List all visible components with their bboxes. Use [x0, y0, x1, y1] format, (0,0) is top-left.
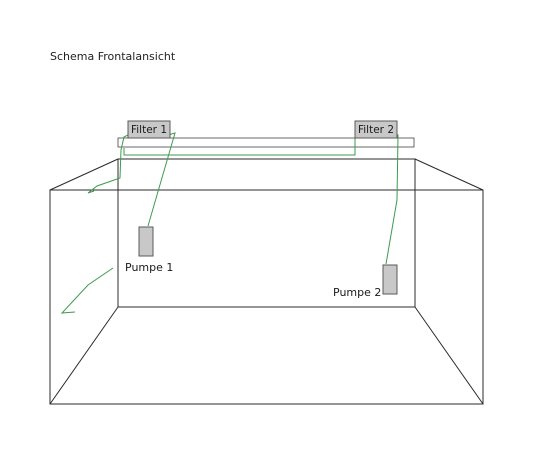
pump-2-box [382, 264, 398, 295]
hose-filter2-to-pump2 [385, 134, 399, 265]
filter-2-label: Filter 2 [358, 124, 394, 136]
tank-outline [49, 158, 484, 405]
tank-back-wall [117, 158, 416, 308]
tank-edge-bottom-right [414, 306, 484, 405]
filter-1: Filter 1 [127, 120, 171, 139]
pump-1-box [138, 226, 154, 257]
filter-1-box [127, 120, 171, 139]
filter-rail [117, 137, 415, 148]
pump-2-label: Pumpe 2 [333, 286, 381, 299]
tank-edge-bottom-left [49, 306, 119, 405]
tank-front-frame [49, 189, 484, 405]
pump-1: Pumpe 1 [125, 226, 173, 274]
hose-filter-connection [123, 135, 356, 156]
filter-2: Filter 2 [354, 120, 398, 139]
filter-1-label: Filter 1 [131, 124, 167, 136]
filter-2-box [354, 120, 398, 139]
hose-filter1-outlet [87, 134, 129, 194]
tank-edge-top-right [414, 158, 484, 191]
tank-edge-top-left [49, 158, 119, 191]
pump-1-label: Pumpe 1 [125, 261, 173, 274]
pump-2: Pumpe 2 [333, 264, 398, 299]
hose-pump1-outlet [60, 267, 114, 314]
diagram-title: Schema Frontalansicht [50, 50, 176, 63]
